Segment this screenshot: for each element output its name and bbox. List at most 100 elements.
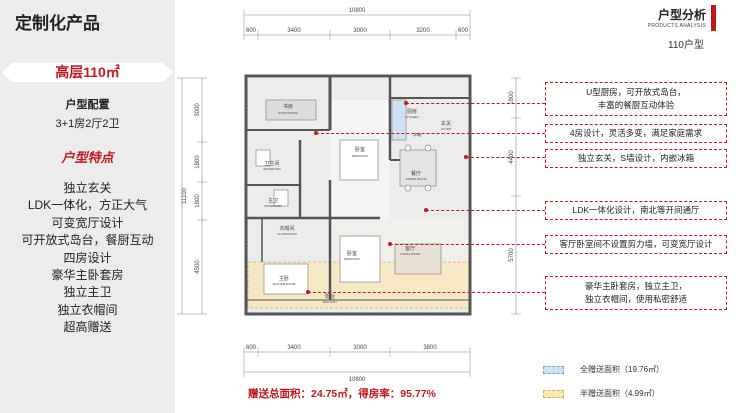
room-label-dining: 餐厅 xyxy=(411,170,421,177)
callout-leader xyxy=(390,244,545,245)
feature-item: 豪华主卧套房 xyxy=(51,268,124,283)
callout-kitchen: U型厨房，可开放式岛台， 丰富的餐厨互动体验 xyxy=(545,82,727,116)
callout-master-suite: 豪华主卧套房，独立主卫， 独立衣帽间，使用私密舒适 xyxy=(545,276,727,310)
dim-top-segment: 3000 xyxy=(353,28,367,34)
room-label-bath2-en: BATHROOM xyxy=(264,204,282,208)
room-label-fridge: 冰箱 xyxy=(413,131,421,137)
dim-bottom-segment: 600 xyxy=(246,345,257,351)
callout-leader xyxy=(406,103,545,104)
room-label-master-en: MASTER ROOM xyxy=(273,282,296,286)
dim-top-segment: 600 xyxy=(246,28,257,34)
dim-left-segment: 1800 xyxy=(195,155,201,169)
callout-dot xyxy=(404,101,408,105)
callout-foyer: 独立玄关，S墙设计，内嵌冰箱 xyxy=(545,149,727,168)
model-name: 高层110㎡ xyxy=(55,64,120,80)
furniture xyxy=(255,99,442,295)
callout-four-rooms: 4房设计，灵活多变，满足家庭需求 xyxy=(545,124,727,143)
analysis-subtitle: PRODUCTS ANALYSIS xyxy=(647,23,706,29)
feature-item: 独立主卫 xyxy=(63,285,112,300)
dim-top-segment: 3400 xyxy=(287,28,301,34)
room-label-cloak-en: CLOAKROOM xyxy=(277,232,297,236)
feature-item: 四房设计 xyxy=(63,250,112,265)
callout-leader xyxy=(316,133,545,134)
room-label-dining-en: DINING ROOM xyxy=(406,177,427,181)
dim-right-segment: 4400 xyxy=(509,150,515,164)
room-label-bedroom2: 卧室 xyxy=(347,250,357,257)
left-panel: 定制化产品 高层110㎡ 户型配置 3+1房2厅2卫 户型特点 独立玄关 LDK… xyxy=(0,0,175,413)
config-heading: 户型配置 xyxy=(65,99,110,111)
dim-left-segment: 1800 xyxy=(195,194,201,208)
callout-dot xyxy=(424,208,428,212)
callout-text: 独立玄关，S墙设计，内嵌冰箱 xyxy=(577,153,695,163)
dimension-labels: 10800 600 3400 3000 3200 600 600 3400 30… xyxy=(182,8,515,383)
room-label-bedroom1-en: BEDROOM xyxy=(352,154,368,158)
room-label-cloak: 衣帽间 xyxy=(279,225,294,232)
floor-plan: 书房 STUDYROOM 卧室 BEDROOM 厨房 KITCHEN 玄关 FO… xyxy=(177,8,521,383)
room-label-bedroom2-en: BEDROOM xyxy=(344,257,360,261)
room-labels: 书房 STUDYROOM 卧室 BEDROOM 厨房 KITCHEN 玄关 FO… xyxy=(263,103,452,304)
analysis-title: 户型分析 xyxy=(657,8,706,22)
feature-item: 可开放式岛台，餐厨互动 xyxy=(21,233,154,248)
features-heading: 户型特点 xyxy=(61,150,114,165)
room-label-balcony: 阳台 xyxy=(325,293,335,300)
dim-left-total: 11100 xyxy=(182,187,188,203)
dim-bottom-segment: 3800 xyxy=(423,345,437,351)
callout-leader xyxy=(308,292,545,293)
dim-top-total: 10800 xyxy=(349,8,366,14)
room-label-foyer-en: FOYER xyxy=(441,127,452,131)
callout-leader xyxy=(426,210,545,211)
dim-bottom-total: 10800 xyxy=(349,377,366,383)
callout-wide-hall: 客厅卧室间不设置剪力墙，可变宽厅设计 xyxy=(545,235,727,254)
room-label-kitchen: 厨房 xyxy=(407,108,417,115)
room-label-bath1-en: BATHROOM xyxy=(263,167,281,171)
feature-item: 独立玄关 xyxy=(63,181,112,195)
feature-item: 独立衣帽间 xyxy=(57,302,118,317)
room-label-study: 书房 xyxy=(283,103,293,110)
callout-text: 独立衣帽间，使用私密舒适 xyxy=(584,294,687,304)
room-label-foyer: 玄关 xyxy=(441,120,451,127)
dim-left-segment: 4500 xyxy=(195,260,201,274)
room-label-bedroom1: 卧室 xyxy=(355,146,365,153)
dim-top-segment: 600 xyxy=(458,28,469,34)
callout-text: 豪华主卧套房，独立主卫， xyxy=(584,281,687,291)
callout-leader xyxy=(466,157,545,158)
callout-dot xyxy=(306,290,310,294)
header-accent-bar xyxy=(711,5,716,31)
callout-dot xyxy=(314,131,318,135)
panel-title: 定制化产品 xyxy=(15,14,100,33)
callout-ldk: LDK一体化设计，南北等开间通厅 xyxy=(545,201,727,220)
model-tab xyxy=(2,63,173,82)
callout-text: 丰富的餐厨互动体验 xyxy=(597,100,675,110)
feature-list: 独立玄关 LDK一体化，方正大气 可变宽厅设计 可开放式岛台，餐厨互动 四房设计… xyxy=(0,180,175,337)
dim-top-segment: 3200 xyxy=(416,28,430,34)
room-label-bath1: 卫生间 xyxy=(264,160,279,167)
callout-text: LDK一体化设计，南北等开间通厅 xyxy=(572,205,700,215)
room-label-balcony-en: BALCONY xyxy=(323,300,337,304)
room-label-kitchen-en: KITCHEN xyxy=(405,115,418,119)
room-label-living-en: LIVING ROOM xyxy=(400,252,421,256)
callout-text: 客厅卧室间不设置剪力墙，可变宽厅设计 xyxy=(559,239,713,249)
legend-swatch-half xyxy=(543,390,564,398)
unit-type-label: 110户型 xyxy=(668,40,704,51)
dim-left-segment: 3000 xyxy=(195,103,201,117)
feature-item: 超高赠送 xyxy=(63,320,112,335)
feature-item: 可变宽厅设计 xyxy=(51,215,124,230)
room-label-study-en: STUDYROOM xyxy=(278,111,298,115)
dim-bottom-segment: 3400 xyxy=(287,345,301,351)
callout-dot xyxy=(388,242,392,246)
room-label-master: 主卧 xyxy=(279,275,289,282)
dim-bottom-segment: 3000 xyxy=(353,345,367,351)
room-label-bath2: 主卫 xyxy=(268,197,278,204)
callout-text: 4房设计，灵活多变，满足家庭需求 xyxy=(569,128,703,138)
legend-full-gift: 全赠送面积（19.76㎡） xyxy=(580,365,665,374)
dim-right-segment: 1800 xyxy=(509,91,515,105)
walls xyxy=(244,74,472,316)
legend-half-gift: 半赠送面积（4.99㎡） xyxy=(580,389,660,398)
config-value: 3+1房2厅2卫 xyxy=(55,118,120,130)
callout-text: U型厨房，可开放式岛台， xyxy=(586,87,686,97)
callout-dot xyxy=(464,155,468,159)
legend-swatch-full xyxy=(543,366,564,374)
dim-right-segment: 5700 xyxy=(509,248,515,262)
total-gift-summary: 赠送总面积：24.75㎡，得房率：95.77% xyxy=(248,388,436,400)
room-label-living: 客厅 xyxy=(405,245,415,252)
